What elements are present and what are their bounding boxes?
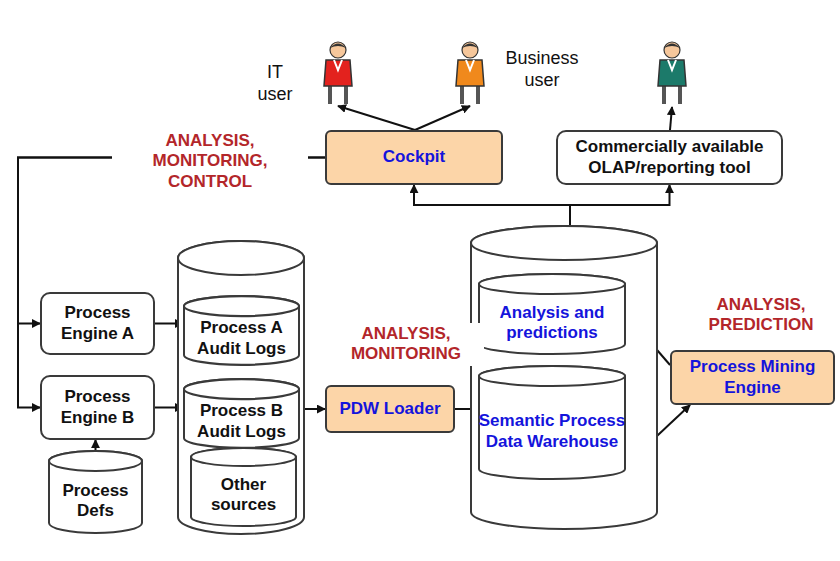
- cylinder-top: [471, 226, 657, 260]
- text-group: Process Defs: [48, 481, 143, 522]
- node-label: Process Defs: [48, 481, 143, 522]
- person-head: [462, 42, 478, 58]
- person-jacket: [324, 60, 352, 86]
- text-group: Cockpit: [383, 147, 445, 167]
- cylinder-top: [49, 451, 142, 471]
- person-head: [330, 42, 346, 58]
- text-group: Commercially available OLAP/reporting to…: [564, 137, 775, 178]
- node-label: Commercially available OLAP/reporting to…: [564, 137, 775, 178]
- connector-arrow: [95, 440, 97, 450]
- cylinder-top: [479, 366, 625, 386]
- user-label: IT user: [248, 62, 302, 105]
- definitions-cylinder: Process Defs: [48, 450, 143, 534]
- node-label: Process Mining Engine: [678, 357, 827, 398]
- node-label: Other sources: [190, 475, 297, 516]
- node-label: Process Engine A: [48, 303, 147, 344]
- cockpit-box: Cockpit: [325, 130, 503, 185]
- audit-log-cylinder: Process B Audit Logs: [183, 378, 300, 449]
- cylinder-top: [191, 448, 296, 466]
- process-engine-box: Process Engine B: [40, 375, 155, 440]
- cylinder-top: [184, 379, 299, 399]
- node-label: PDW Loader: [339, 399, 440, 419]
- text-group: Process Engine B: [48, 387, 147, 428]
- person-jacket: [456, 60, 484, 86]
- log-store-cylinder: Process A Audit LogsProcess B Audit Logs…: [177, 240, 305, 535]
- warehouse-cylinder: Semantic Process Data Warehouse: [478, 365, 626, 480]
- user-label: Business user: [494, 48, 590, 91]
- cylinder-body: [471, 226, 657, 529]
- person-legs: [330, 86, 346, 104]
- mining-engine-box: Process Mining Engine: [670, 350, 835, 405]
- connector-arrow: [570, 185, 670, 225]
- text-group: Analysis and predictions: [478, 303, 626, 344]
- person-figure: [658, 42, 686, 104]
- text-group: Semantic Process Data Warehouse: [478, 411, 626, 452]
- cylinder-body: [49, 451, 142, 533]
- node-label: Analysis and predictions: [478, 303, 626, 344]
- cylinder-top: [178, 241, 304, 275]
- person-hair: [462, 44, 478, 49]
- cylinder-body: [479, 274, 625, 354]
- cylinder-top: [184, 296, 299, 316]
- tool-box: Commercially available OLAP/reporting to…: [556, 130, 783, 185]
- analysis-cylinder: Analysis and predictions: [478, 273, 626, 355]
- person-hair: [330, 44, 346, 49]
- loader-box: PDW Loader: [325, 385, 455, 433]
- connector-arrow: [415, 106, 470, 130]
- cylinder-top: [479, 274, 625, 294]
- person-figure: [320, 40, 356, 106]
- text-group: Process Engine A: [48, 303, 147, 344]
- text-group: Other sources: [190, 475, 297, 516]
- connector-arrow: [338, 106, 415, 130]
- cylinder-body: [479, 366, 625, 479]
- node-label: Cockpit: [383, 147, 445, 167]
- person-collar: [466, 60, 474, 70]
- warehouse-store-cylinder: Analysis and predictionsSemantic Process…: [470, 225, 658, 530]
- connector-arrow: [414, 185, 570, 225]
- node-label: Semantic Process Data Warehouse: [478, 411, 626, 452]
- annotation-label: ANALYSIS, MONITORING, CONTROL: [112, 130, 308, 193]
- cylinder-body: [178, 241, 304, 534]
- node-label: Process A Audit Logs: [183, 318, 300, 359]
- process-engine-box: Process Engine A: [40, 292, 155, 355]
- node-label: Process B Audit Logs: [183, 401, 300, 442]
- person-figure: [452, 40, 488, 106]
- cylinder-body: [184, 379, 299, 448]
- text-group: Process A Audit Logs: [183, 318, 300, 359]
- person-legs: [462, 86, 478, 104]
- audit-log-cylinder: Process A Audit Logs: [183, 295, 300, 366]
- text-group: Process Mining Engine: [678, 357, 827, 398]
- source-cylinder: Other sources: [190, 447, 297, 527]
- person-collar: [334, 60, 342, 70]
- text-group: Process B Audit Logs: [183, 401, 300, 442]
- user-figure: IT user: [320, 40, 356, 106]
- cylinder-body: [191, 448, 296, 526]
- tool-to-user-arrow: [670, 107, 672, 130]
- cylinder-body: [184, 296, 299, 365]
- annotation-label: ANALYSIS, PREDICTION: [680, 294, 840, 337]
- annotation-label: ANALYSIS, MONITORING: [328, 323, 484, 366]
- text-group: PDW Loader: [339, 399, 440, 419]
- node-label: Process Engine B: [48, 387, 147, 428]
- connector-arrow: [305, 408, 325, 410]
- user-figure: Business user: [452, 40, 488, 106]
